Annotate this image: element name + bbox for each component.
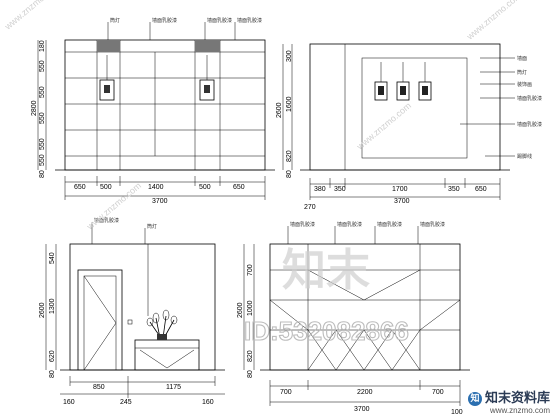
elevation-b-total-height: 2600 [276,102,283,118]
svg-text:墙面: 墙面 [517,55,527,62]
svg-text:墙面乳胶漆: 墙面乳胶漆 [517,95,542,102]
elevation-a-height-dim-6: 550 [39,154,46,166]
elevation-d-edge-dim: 100 [451,409,463,416]
elevation-b-width-dim-4: 350 [448,186,460,193]
elevation-b-height-dim-3: 820 [286,150,293,162]
elevation-b-width-dim-2: 350 [334,186,346,193]
svg-text:墙面乳胶漆: 墙面乳胶漆 [152,17,177,24]
elevation-a-total-height: 2800 [31,100,38,116]
brand-name: 知知末资料库 [467,391,550,406]
watermark-url-3: www.znzmo.com [354,100,413,152]
elevation-b-offset: 270 [304,204,316,211]
elevation-c-edge-dim-3: 160 [202,399,214,406]
elevation-d-total-width: 3700 [354,406,370,413]
elevation-c-height-dim-1: 540 [49,252,56,264]
elevation-a-height-dim-5: 550 [39,138,46,150]
elevation-d-width-dim-2: 2200 [357,389,373,396]
svg-text:墙面乳胶漆: 墙面乳胶漆 [377,221,402,228]
elevation-a-width-dim-4: 500 [199,184,211,191]
elevation-b-width-dim-1: 380 [314,186,326,193]
elevation-a-height-dim-2: 550 [39,60,46,72]
svg-text:筒灯: 筒灯 [147,223,157,230]
elevation-c: 墙面乳胶漆 筒灯 850 1175 160 245 160 540 1300 6… [39,217,225,406]
elevation-d-height-dim-4: 80 [247,370,254,378]
svg-text:筒灯: 筒灯 [110,17,120,24]
elevation-a-total-width: 3700 [152,198,168,205]
elevation-a-width-dim-1: 650 [74,184,86,191]
side-cabinet [134,339,200,371]
door-frame [77,269,123,371]
elevation-d-width-dim-3: 700 [432,389,444,396]
elevation-b-total-width: 3700 [394,198,410,205]
elevation-c-height-dim-2: 1300 [49,298,56,314]
elevation-a-width-dim-2: 500 [100,184,112,191]
elevation-b-width-dim-5: 650 [475,186,487,193]
elevation-a-height-dim-4: 550 [39,112,46,124]
elevation-b-height-dim-4: 80 [286,170,293,178]
watermark-url-4: www.znzmo.com [84,180,143,232]
svg-text:墙面乳胶漆: 墙面乳胶漆 [420,221,445,228]
svg-text:筒灯: 筒灯 [517,69,527,76]
elevation-a-height-dim-3: 550 [39,86,46,98]
door-leaf [83,275,117,371]
elevation-d-height-dim-1: 700 [247,264,254,276]
watermark-url-2: www.znzmo.com [464,0,523,42]
elevation-c-edge-dim-2: 245 [120,399,132,406]
brand-logo-icon: 知 [467,391,482,406]
column-hatch-right [195,40,220,52]
svg-text:墙面乳胶漆: 墙面乳胶漆 [94,217,119,224]
elevation-a-width-dim-3: 1400 [148,184,164,191]
svg-text:墙面乳胶漆: 墙面乳胶漆 [207,17,232,24]
elevation-a-height-dim-1: 180 [39,40,46,52]
elevation-d: 墙面乳胶漆 墙面乳胶漆 墙面乳胶漆 墙面乳胶漆 700 2200 700 370… [237,221,470,416]
elevation-b-height-dim-1: 300 [286,50,293,62]
elevation-d-width-dim-1: 700 [280,389,292,396]
svg-text:装饰画: 装饰画 [517,81,532,88]
brand-name-text: 知末资料库 [484,391,550,406]
svg-text:墙面乳胶漆: 墙面乳胶漆 [237,17,262,24]
svg-text:墙面乳胶漆: 墙面乳胶漆 [337,221,362,228]
brand-url: www.znzmo.com [489,406,550,415]
elevation-a-outline [64,39,266,171]
column-hatch-left [97,40,120,52]
elevation-d-height-dim-2: 1000 [247,300,254,316]
elevation-d-height-dim-3: 820 [247,350,254,362]
elevation-c-width-dim-2: 1175 [166,384,181,391]
elevation-b-height-dim-2: 1600 [286,96,293,112]
elevation-b-width-dim-3: 1700 [392,186,408,193]
elevation-c-outline [69,243,216,371]
watermark-characters: 知末 [282,245,370,296]
elevation-a: 筒灯 墙面乳胶漆 墙面乳胶漆 墙面乳胶漆 650 500 1400 500 65… [31,17,275,205]
elevation-a-width-dim-5: 650 [233,184,245,191]
elevation-b-feature-panel [361,57,468,159]
elevation-b: 墙面 筒灯 装饰画 墙面乳胶漆 墙面乳胶漆 踢脚线 380 350 1700 3… [276,43,542,211]
watermark-id: ID:532082866 [244,316,409,346]
svg-text:墙面乳胶漆: 墙面乳胶漆 [290,221,315,228]
potted-plant-icon [146,309,178,340]
watermark-url-1: www.znzmo.com [2,0,61,32]
elevation-a-height-dim-7: 80 [39,170,46,178]
brand-badge: 知知末资料库 www.znzmo.com [463,390,554,416]
svg-text:踢脚线: 踢脚线 [517,153,532,160]
elevation-c-height-dim-3: 620 [49,350,56,362]
elevation-d-total-height: 2600 [237,302,244,318]
svg-text:墙面乳胶漆: 墙面乳胶漆 [517,121,542,128]
elevation-c-height-dim-4: 80 [49,370,56,378]
elevation-c-width-dim-1: 850 [93,384,105,391]
elevation-c-edge-dim-1: 160 [63,399,75,406]
elevation-c-total-height: 2600 [39,302,46,318]
